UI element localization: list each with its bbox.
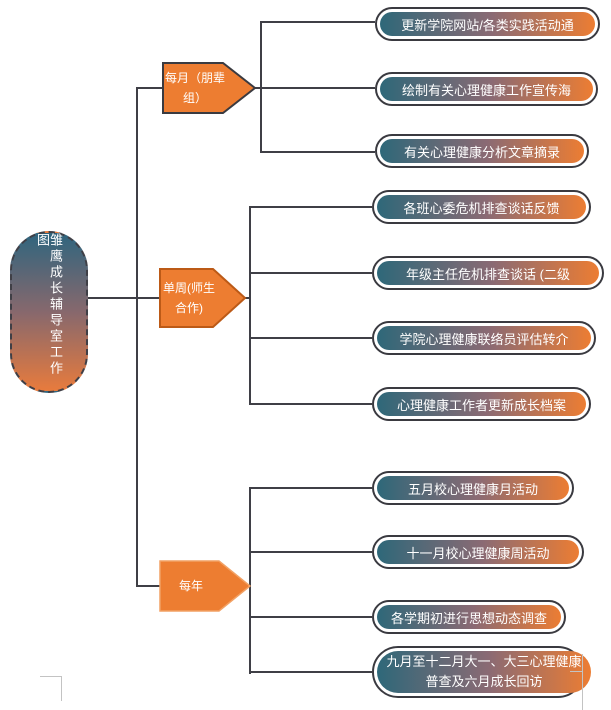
connector-left-trunk xyxy=(136,87,138,587)
leaf-node-growth-archive[interactable]: 心理健康工作者更新成长档案 xyxy=(372,387,591,421)
leaf-node-grade-director-talks[interactable]: 年级主任危机排查谈话 (二级 xyxy=(372,256,604,290)
connector-left-branch-bottom xyxy=(138,585,162,587)
leaf-node-label: 更新学院网站/各类实践活动通 xyxy=(380,12,595,36)
leaf-node-label: 十一月校心理健康周活动 xyxy=(377,540,579,564)
connector-g1-branch1 xyxy=(262,21,375,23)
leaf-node-label: 心理健康工作者更新成长档案 xyxy=(377,392,586,416)
leaf-node-label: 五月校心理健康月活动 xyxy=(377,476,569,500)
connector-g3-branch2 xyxy=(251,551,372,553)
leaf-node-label: 九月至十二月大一、大三心理健康普查及六月成长回访 xyxy=(377,651,591,693)
leaf-node-article-excerpts[interactable]: 有关心理健康分析文章摘录 xyxy=(375,134,589,168)
branch-monthly-arrow-shape[interactable] xyxy=(162,62,257,114)
connector-root-main xyxy=(88,297,163,299)
connector-g2-stub xyxy=(244,297,251,299)
leaf-node-november-week[interactable]: 十一月校心理健康周活动 xyxy=(372,535,584,569)
connector-g3-branch1 xyxy=(251,487,372,489)
connector-g1-trunk xyxy=(260,21,262,153)
connector-g2-branch2 xyxy=(251,272,372,274)
branch-monthly-label: 每月（朋辈组） xyxy=(165,70,226,105)
connector-g3-branch3 xyxy=(251,616,372,618)
branch-weekly-arrow-shape[interactable] xyxy=(159,268,247,328)
leaf-node-label: 学院心理健康联络员评估转介 xyxy=(377,326,591,350)
root-node-label: 雏鹰成长辅导室工作图 xyxy=(35,233,63,377)
branch-weekly-label: 单周(师生合作) xyxy=(163,280,215,315)
page-corner-mark-bottom-left-v xyxy=(61,677,62,701)
leaf-node-label: 有关心理健康分析文章摘录 xyxy=(380,139,584,163)
leaf-node-semester-survey[interactable]: 各学期初进行思想动态调查 xyxy=(372,600,566,634)
connector-left-branch-top xyxy=(138,87,164,89)
page-corner-mark-bottom-left-h xyxy=(40,676,62,677)
connector-g1-mid xyxy=(253,87,375,89)
branch-yearly-arrow-shape[interactable] xyxy=(159,560,252,612)
leaf-node-liaison-referral[interactable]: 学院心理健康联络员评估转介 xyxy=(372,321,596,355)
connector-g2-branch3 xyxy=(251,337,372,339)
leaf-node-label: 各班心委危机排查谈话反馈 xyxy=(377,195,586,219)
leaf-node-census-followup[interactable]: 九月至十二月大一、大三心理健康普查及六月成长回访 xyxy=(372,646,591,698)
connector-g2-trunk xyxy=(249,206,251,405)
leaf-node-posters[interactable]: 绘制有关心理健康工作宣传海 xyxy=(375,72,598,106)
branch-yearly-label: 每年 xyxy=(178,578,203,593)
connector-g3-branch4 xyxy=(251,671,372,673)
connector-g1-branch3 xyxy=(262,151,375,153)
leaf-node-class-feedback[interactable]: 各班心委危机排查谈话反馈 xyxy=(372,190,591,224)
root-node[interactable]: 雏鹰成长辅导室工作图 xyxy=(10,231,88,393)
page-corner-mark-bottom-right-v xyxy=(582,654,583,710)
connector-g3-trunk xyxy=(249,487,251,674)
leaf-node-may-activities[interactable]: 五月校心理健康月活动 xyxy=(372,471,574,505)
connector-g2-branch4 xyxy=(251,403,372,405)
connector-g2-branch1 xyxy=(251,206,372,208)
page-corner-mark-bottom-right-h xyxy=(570,671,583,672)
leaf-node-update-website[interactable]: 更新学院网站/各类实践活动通 xyxy=(375,7,600,41)
leaf-node-label: 绘制有关心理健康工作宣传海 xyxy=(380,77,593,101)
leaf-node-label: 各学期初进行思想动态调查 xyxy=(377,605,561,629)
leaf-node-label: 年级主任危机排查谈话 (二级 xyxy=(377,261,599,285)
